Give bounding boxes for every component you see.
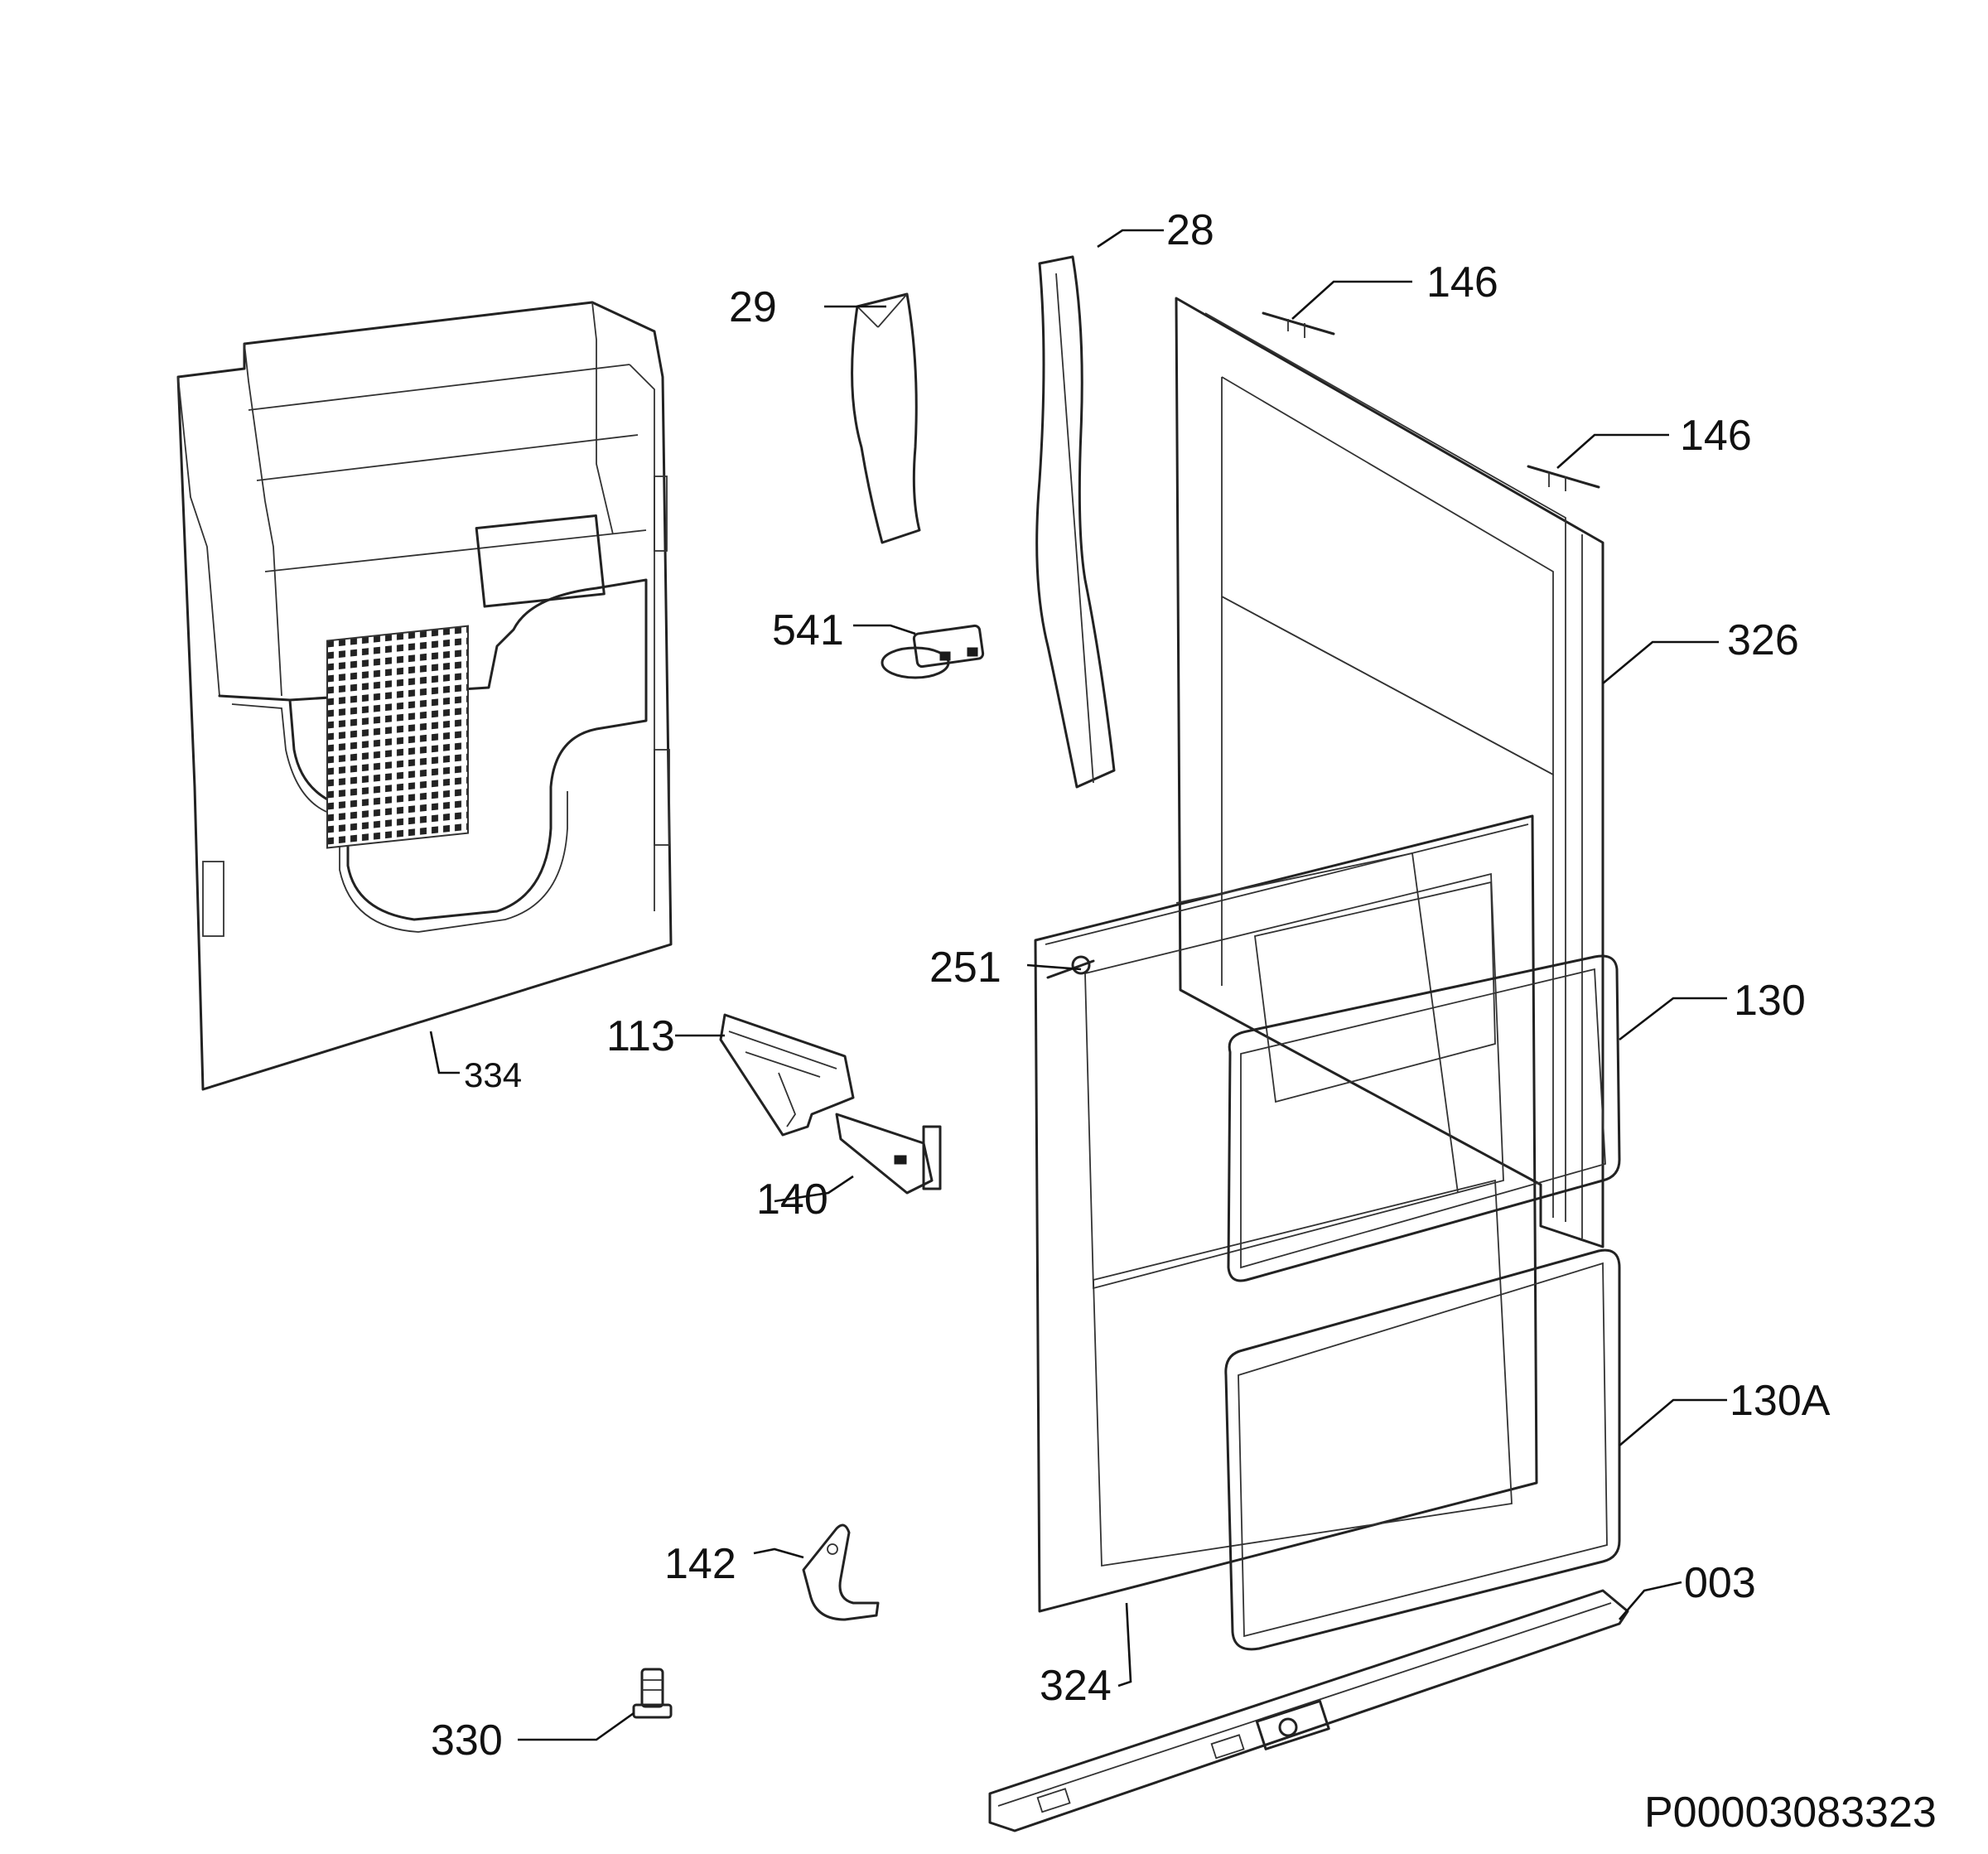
part-541-door-switch [881,624,985,679]
label-140: 140 [756,1176,828,1224]
label-113: 113 [606,1012,675,1060]
part-330-screw [632,1668,673,1719]
part-29-duct-insert [851,292,921,544]
label-324: 324 [1040,1662,1112,1710]
label-29: 29 [729,283,777,331]
label-130: 130 [1734,977,1806,1025]
part-labels: 28 29 146 146 326 541 251 130 113 334 14… [431,206,1831,1765]
label-146-upper: 146 [1426,258,1498,307]
label-326: 326 [1727,616,1799,664]
leader-lines [429,229,1727,1741]
part-142-bracket [802,1523,880,1621]
part-003-bottom-rail [988,1589,1629,1832]
drawing-code: P00003083323 [1644,1789,1937,1837]
label-130a: 130A [1730,1377,1831,1425]
part-28-handle-strip [1035,255,1116,789]
part-130-upper-gasket [1227,954,1621,1282]
part-146-clip-upper [1262,311,1335,338]
label-541: 541 [772,606,844,654]
part-130a-lower-gasket [1224,1248,1621,1651]
label-334: 334 [464,1055,522,1094]
part-140-hinge-bracket [835,1113,942,1195]
part-146-clip-lower [1527,465,1600,491]
part-334-rear-panel [176,301,673,1091]
label-28: 28 [1166,206,1214,254]
part-113-hinge [719,1013,855,1137]
label-330: 330 [431,1716,503,1765]
part-326-outer-door [1175,297,1604,1248]
part-324-inner-door [1034,814,1538,1613]
label-251: 251 [929,944,1001,992]
label-003: 003 [1684,1559,1756,1607]
label-146-lower: 146 [1680,412,1752,460]
label-142: 142 [664,1540,736,1588]
